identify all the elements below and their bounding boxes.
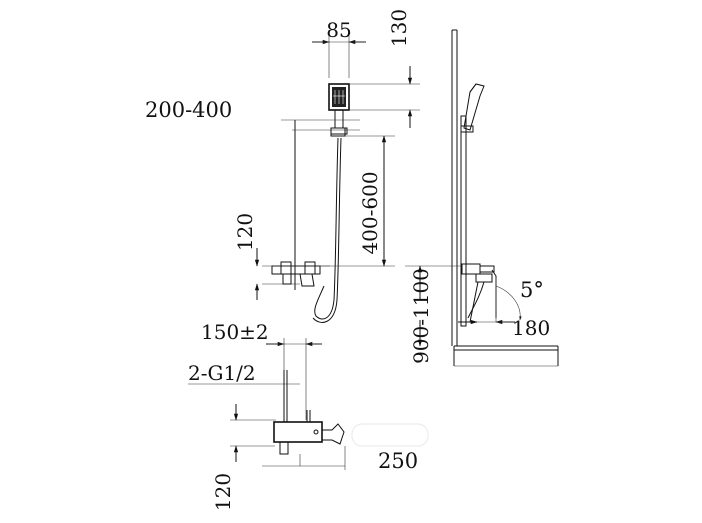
dim-200-400-label: 200-400	[145, 98, 232, 122]
slide-rail	[281, 119, 360, 323]
dim-85-label: 85	[326, 18, 351, 42]
floor	[453, 345, 559, 367]
wall	[451, 29, 458, 346]
angle-label: 5°	[520, 278, 544, 302]
watermark	[351, 423, 429, 447]
valve-side	[461, 263, 497, 323]
dim-130: 130	[349, 9, 420, 128]
dim-400-600: 400-600	[320, 135, 395, 267]
top-view: 150±2 2-G1/2 250	[188, 320, 418, 511]
dim-120-bottom-label: 120	[211, 473, 235, 511]
dim-900-1100: 900-1100	[405, 265, 462, 364]
mixer-valve-top	[273, 370, 345, 466]
dim-250: 250	[230, 445, 418, 473]
dim-120-bottom: 120	[211, 404, 276, 511]
angle-indicator: 5°	[495, 278, 544, 322]
inlet-label-group: 2-G1/2	[188, 361, 300, 385]
side-view: 5° 180 900-1100	[405, 29, 559, 367]
mixer-valve-front	[262, 261, 330, 287]
dim-120-top: 120	[233, 213, 260, 300]
hand-shower-head	[328, 83, 350, 135]
dim-150-label: 150±2	[201, 320, 269, 344]
dim-250-label: 250	[378, 449, 418, 473]
dim-400-600-label: 400-600	[358, 171, 382, 254]
dim-120-top-label: 120	[233, 213, 257, 251]
rail-side	[460, 83, 485, 327]
front-view: 85 130 200-400 400-600	[145, 9, 420, 323]
dim-900-1100-label: 900-1100	[409, 268, 433, 364]
dim-130-label: 130	[387, 9, 411, 47]
inlet-label: 2-G1/2	[188, 361, 256, 385]
dim-180: 180	[458, 316, 550, 340]
dim-85: 85	[312, 18, 366, 78]
dim-180-label: 180	[512, 316, 550, 340]
